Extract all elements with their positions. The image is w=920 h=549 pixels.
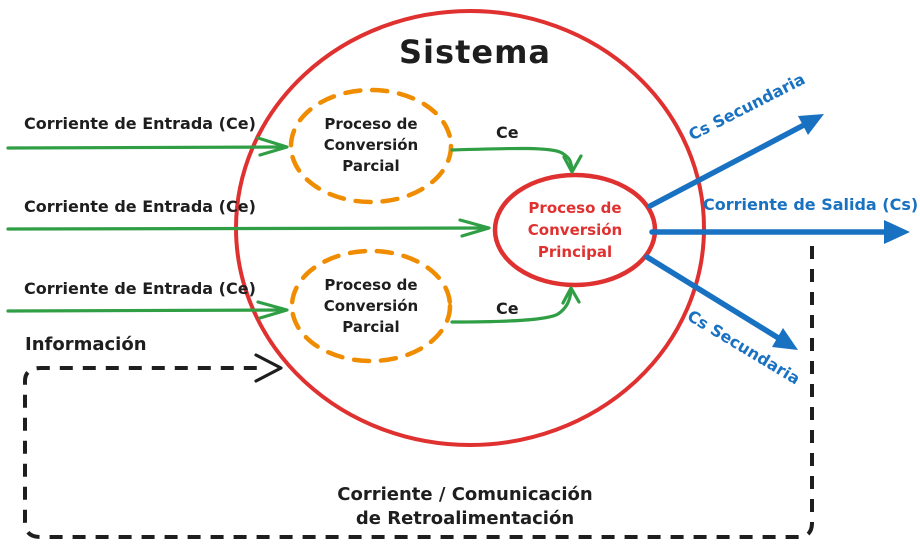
output-main-label: Corriente de Salida (Cs) xyxy=(703,195,919,214)
ce-arrow-bottom xyxy=(450,286,581,324)
input-arrow-top xyxy=(6,136,289,157)
output-arrow-secondary-top xyxy=(647,114,824,209)
output-arrow-main xyxy=(649,220,910,244)
input-arrow-bottom xyxy=(6,300,289,320)
feedback-label: Corriente / Comunicación de Retroaliment… xyxy=(337,484,593,529)
partial-process-bottom-label: Proceso de Conversión Parcial xyxy=(323,276,419,336)
feedback-dashed-path xyxy=(23,246,814,539)
output-arrow-secondary-bottom xyxy=(644,254,798,350)
feedback-arrowhead xyxy=(254,353,283,383)
partial-process-top-label: Proceso de Conversión Parcial xyxy=(323,115,419,175)
ce-arrow-top xyxy=(450,146,583,174)
input-arrow-middle xyxy=(6,218,491,238)
input-label-top: Corriente de Entrada (Ce) xyxy=(24,114,256,133)
input-label-middle: Corriente de Entrada (Ce) xyxy=(24,197,256,216)
partial-process-bottom-ellipse xyxy=(289,248,453,364)
partial-process-top-ellipse xyxy=(288,87,454,205)
diagram-title: Sistema xyxy=(399,33,551,71)
information-label: Información xyxy=(25,334,147,355)
ce-flow-label-bottom: Ce xyxy=(496,299,519,318)
ce-flow-label-top: Ce xyxy=(496,123,519,142)
input-label-bottom: Corriente de Entrada (Ce) xyxy=(24,279,256,298)
principal-process-label: Proceso de Conversión Principal xyxy=(527,199,623,261)
